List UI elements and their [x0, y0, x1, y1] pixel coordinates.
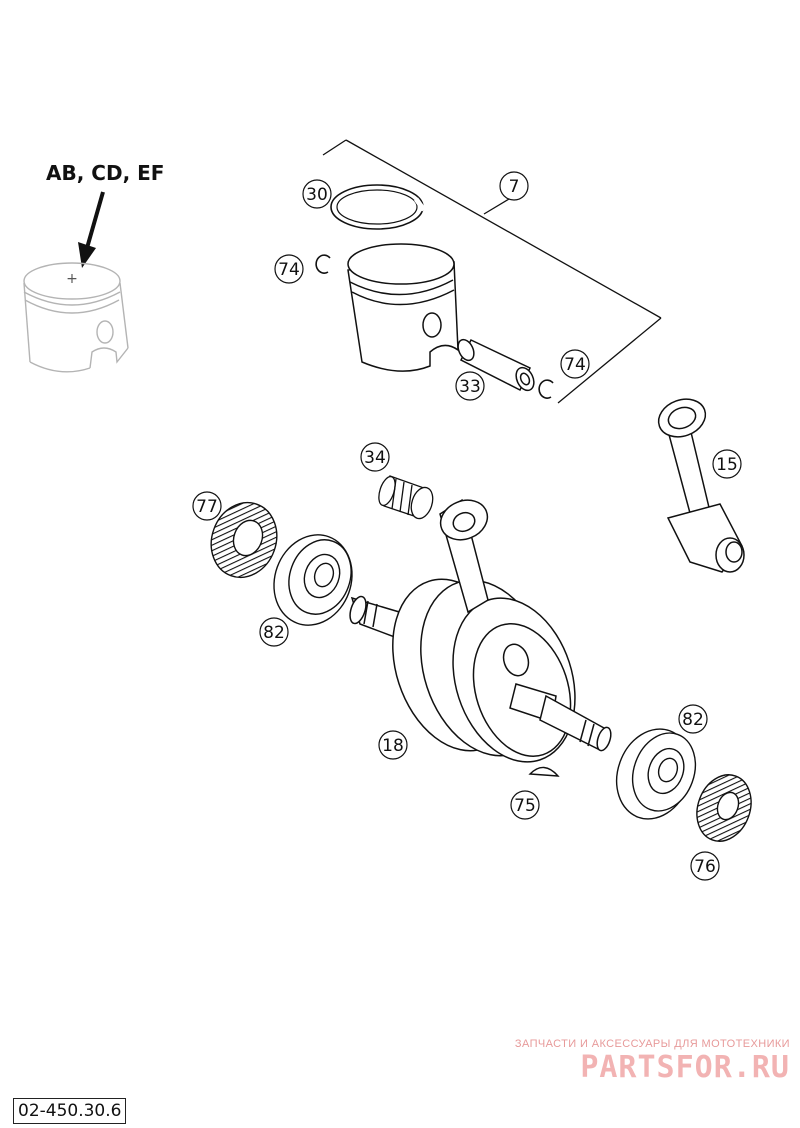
- callout-82-right: 82: [678, 704, 708, 734]
- watermark: ЗАПЧАСТИ И АКСЕССУАРЫ ДЛЯ МОТОТЕХНИКИ PA…: [515, 1038, 790, 1085]
- callout-label: 33: [459, 377, 481, 397]
- callout-label: 7: [509, 177, 520, 197]
- callout-label: 34: [364, 448, 386, 468]
- left-ball-bearing: [273, 534, 353, 626]
- callout-15: 15: [712, 449, 742, 479]
- callout-label: 77: [196, 497, 218, 517]
- callout-74-upper: 74: [274, 254, 304, 284]
- callout-label: 75: [514, 796, 536, 816]
- piston-pin: [457, 338, 535, 392]
- woodruff-key: [528, 766, 560, 777]
- left-oil-seal: [210, 501, 278, 579]
- callout-label: 76: [694, 857, 716, 877]
- arrow-icon: [78, 191, 105, 268]
- callout-7: 7: [499, 171, 529, 201]
- diagram-code: 02-450.30.6: [13, 1098, 127, 1124]
- callout-label: 74: [564, 355, 586, 375]
- piston-ring: [330, 184, 427, 230]
- callout-77: 77: [192, 491, 222, 521]
- svg-text:+: +: [66, 271, 78, 287]
- circlip-upper: [315, 254, 331, 274]
- callout-label: 30: [306, 185, 328, 205]
- callout-label: 15: [716, 455, 738, 475]
- callout-label: 82: [682, 710, 704, 730]
- right-oil-seal: [696, 774, 752, 842]
- piston: [347, 243, 459, 372]
- callout-label: 82: [263, 623, 285, 643]
- callout-34: 34: [360, 442, 390, 472]
- crankshaft: [349, 498, 612, 763]
- connecting-rod: [657, 398, 745, 573]
- callout-label: 74: [278, 260, 300, 280]
- piston-size-label: AB, CD, EF: [46, 161, 164, 185]
- needle-bearing: [378, 475, 434, 520]
- circlip-lower: [538, 379, 554, 399]
- watermark-tagline: ЗАПЧАСТИ И АКСЕССУАРЫ ДЛЯ МОТОТЕХНИКИ: [515, 1038, 790, 1050]
- callout-74-lower: 74: [560, 349, 590, 379]
- callout-76: 76: [690, 851, 720, 881]
- right-ball-bearing: [615, 728, 697, 820]
- callout-75: 75: [510, 790, 540, 820]
- watermark-logo: PARTSFOR.RU: [580, 1050, 790, 1085]
- callout-label: 18: [382, 736, 404, 756]
- callout-18: 18: [378, 730, 408, 760]
- callout-82-left: 82: [259, 617, 289, 647]
- callout-33: 33: [455, 371, 485, 401]
- reference-piston: +: [23, 262, 129, 373]
- callout-30: 30: [302, 179, 332, 209]
- piston-kit-bracket: [322, 139, 662, 404]
